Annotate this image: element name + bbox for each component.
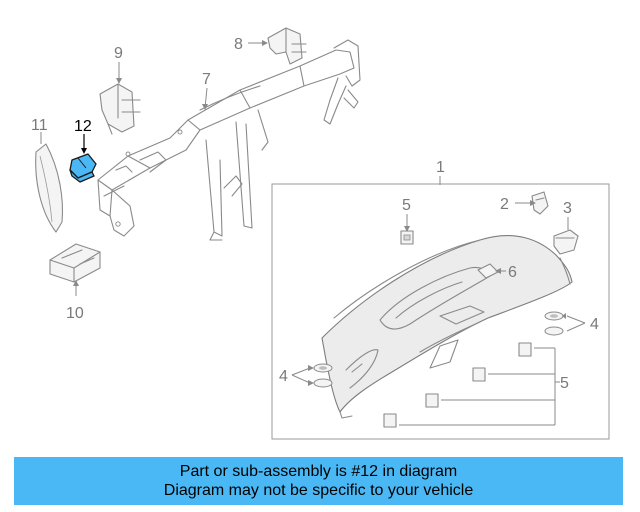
callout-11: 11 — [31, 117, 48, 134]
banner-line-1: Part or sub-assembly is #12 in diagram — [179, 463, 458, 480]
leader-lines — [40, 40, 586, 426]
callout-5-lower: 5 — [560, 375, 569, 392]
part-5-clips-lower — [383, 342, 532, 428]
callout-6: 6 — [508, 264, 517, 281]
callout-4-left: 4 — [279, 368, 288, 385]
callout-3: 3 — [563, 200, 572, 217]
callout-1: 1 — [436, 159, 445, 176]
part-3-bracket — [553, 229, 579, 255]
part-2-clip — [531, 191, 549, 215]
parts-diagram: 1 2 3 4 4 5 5 6 7 8 9 10 11 12 — [31, 27, 610, 440]
banner-line-2: Diagram may not be specific to your vehi… — [163, 482, 474, 499]
callout-7: 7 — [202, 71, 211, 88]
dashboard-panel — [321, 235, 573, 419]
callout-12[interactable]: 12 — [74, 118, 92, 135]
callout-labels: 1 2 3 4 4 5 5 6 7 8 9 10 11 12 — [31, 36, 599, 392]
part-12-highlighted[interactable] — [69, 153, 97, 183]
part-10-bracket — [49, 243, 101, 283]
part-info-banner: Part or sub-assembly is #12 in diagram D… — [14, 457, 623, 505]
cross-car-beam — [97, 39, 361, 241]
callout-4-right: 4 — [590, 316, 599, 333]
part-5-clip-upper — [400, 230, 414, 245]
part-11-side-cover — [35, 143, 63, 233]
callout-9: 9 — [114, 45, 123, 62]
callout-10: 10 — [66, 305, 84, 322]
part-8-bracket — [267, 27, 307, 65]
callout-2: 2 — [500, 196, 509, 213]
part-4-grommets-right — [544, 311, 564, 336]
part-9-bracket — [99, 83, 141, 135]
callout-5-upper: 5 — [402, 197, 411, 214]
callout-8: 8 — [234, 36, 243, 53]
